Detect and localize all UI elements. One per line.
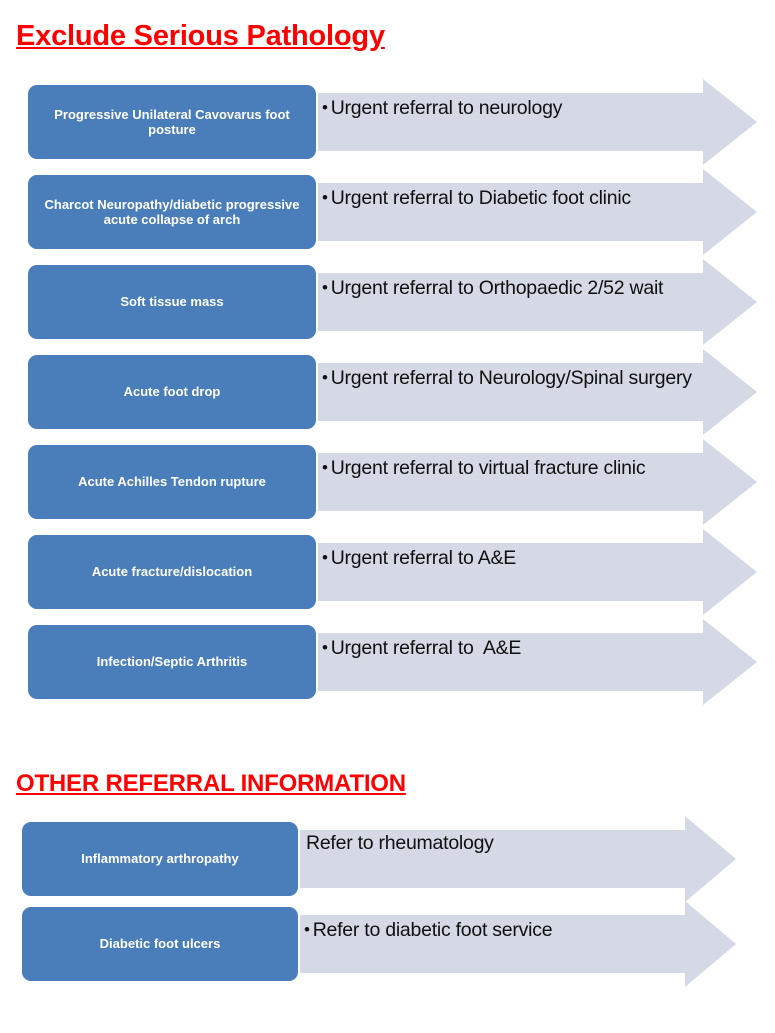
arrow-body: [318, 543, 703, 601]
arrow-head-icon: [703, 169, 757, 255]
bullet-icon: •: [322, 368, 328, 387]
bullet-icon: •: [322, 638, 328, 657]
bullet-icon: •: [322, 548, 328, 567]
section-heading-exclude-serious-pathology: Exclude Serious Pathology: [16, 20, 385, 52]
arrow-body: [318, 453, 703, 511]
bullet-icon: •: [322, 458, 328, 477]
arrow-head-icon: [685, 901, 736, 987]
arrow-body: [300, 830, 685, 888]
referral-action-text: •Urgent referral to A&E: [322, 547, 707, 569]
referral-action-label: Urgent referral to Orthopaedic 2/52 wait: [330, 277, 664, 299]
condition-pill[interactable]: Acute foot drop: [28, 355, 316, 429]
referral-action-label: Urgent referral to virtual fracture clin…: [330, 457, 646, 479]
condition-pill[interactable]: Infection/Septic Arthritis: [28, 625, 316, 699]
referral-action-label: Urgent referral to A&E: [330, 637, 522, 659]
section-heading-other-referral-information: OTHER REFERRAL INFORMATION: [16, 770, 406, 797]
arrow-body: [318, 273, 703, 331]
referral-action-label: Urgent referral to neurology: [330, 97, 563, 119]
bullet-icon: •: [322, 278, 328, 297]
referral-action-label: Urgent referral to Diabetic foot clinic: [330, 187, 631, 209]
referral-action-label: Refer to diabetic foot service: [312, 919, 553, 941]
arrow-head-icon: [703, 259, 757, 345]
referral-action-text: Refer to rheumatology: [306, 832, 676, 854]
referral-action-text: •Urgent referral to Orthopaedic 2/52 wai…: [322, 277, 707, 299]
condition-pill[interactable]: Acute fracture/dislocation: [28, 535, 316, 609]
arrow-head-icon: [703, 529, 757, 615]
referral-action-text: •Refer to diabetic foot service: [304, 919, 674, 941]
referral-action-label: Urgent referral to Neurology/Spinal surg…: [330, 367, 692, 389]
referral-action-text: •Urgent referral to neurology: [322, 97, 692, 119]
bullet-icon: •: [322, 188, 328, 207]
condition-pill[interactable]: Soft tissue mass: [28, 265, 316, 339]
referral-action-text: •Urgent referral to Neurology/Spinal sur…: [322, 367, 707, 389]
arrow-head-icon: [703, 79, 757, 165]
arrow-body: [300, 915, 685, 973]
referral-action-label: Refer to rheumatology: [306, 832, 494, 854]
arrow-body: [318, 183, 703, 241]
condition-pill[interactable]: Diabetic foot ulcers: [22, 907, 298, 981]
referral-action-label: Urgent referral to A&E: [330, 547, 517, 569]
condition-pill[interactable]: Charcot Neuropathy/diabetic progressive …: [28, 175, 316, 249]
referral-action-text: •Urgent referral to virtual fracture cli…: [322, 457, 697, 479]
condition-pill[interactable]: Acute Achilles Tendon rupture: [28, 445, 316, 519]
arrow-body: [318, 633, 703, 691]
referral-action-text: •Urgent referral to Diabetic foot clinic: [322, 187, 722, 209]
arrow-head-icon: [703, 349, 757, 435]
condition-pill[interactable]: Progressive Unilateral Cavovarus foot po…: [28, 85, 316, 159]
arrow-body: [318, 363, 703, 421]
condition-pill[interactable]: Inflammatory arthropathy: [22, 822, 298, 896]
referral-action-text: •Urgent referral to A&E: [322, 637, 707, 659]
arrow-body: [318, 93, 703, 151]
bullet-icon: •: [304, 920, 310, 939]
bullet-icon: •: [322, 98, 328, 117]
arrow-head-icon: [685, 816, 736, 902]
arrow-head-icon: [703, 619, 757, 705]
arrow-head-icon: [703, 439, 757, 525]
